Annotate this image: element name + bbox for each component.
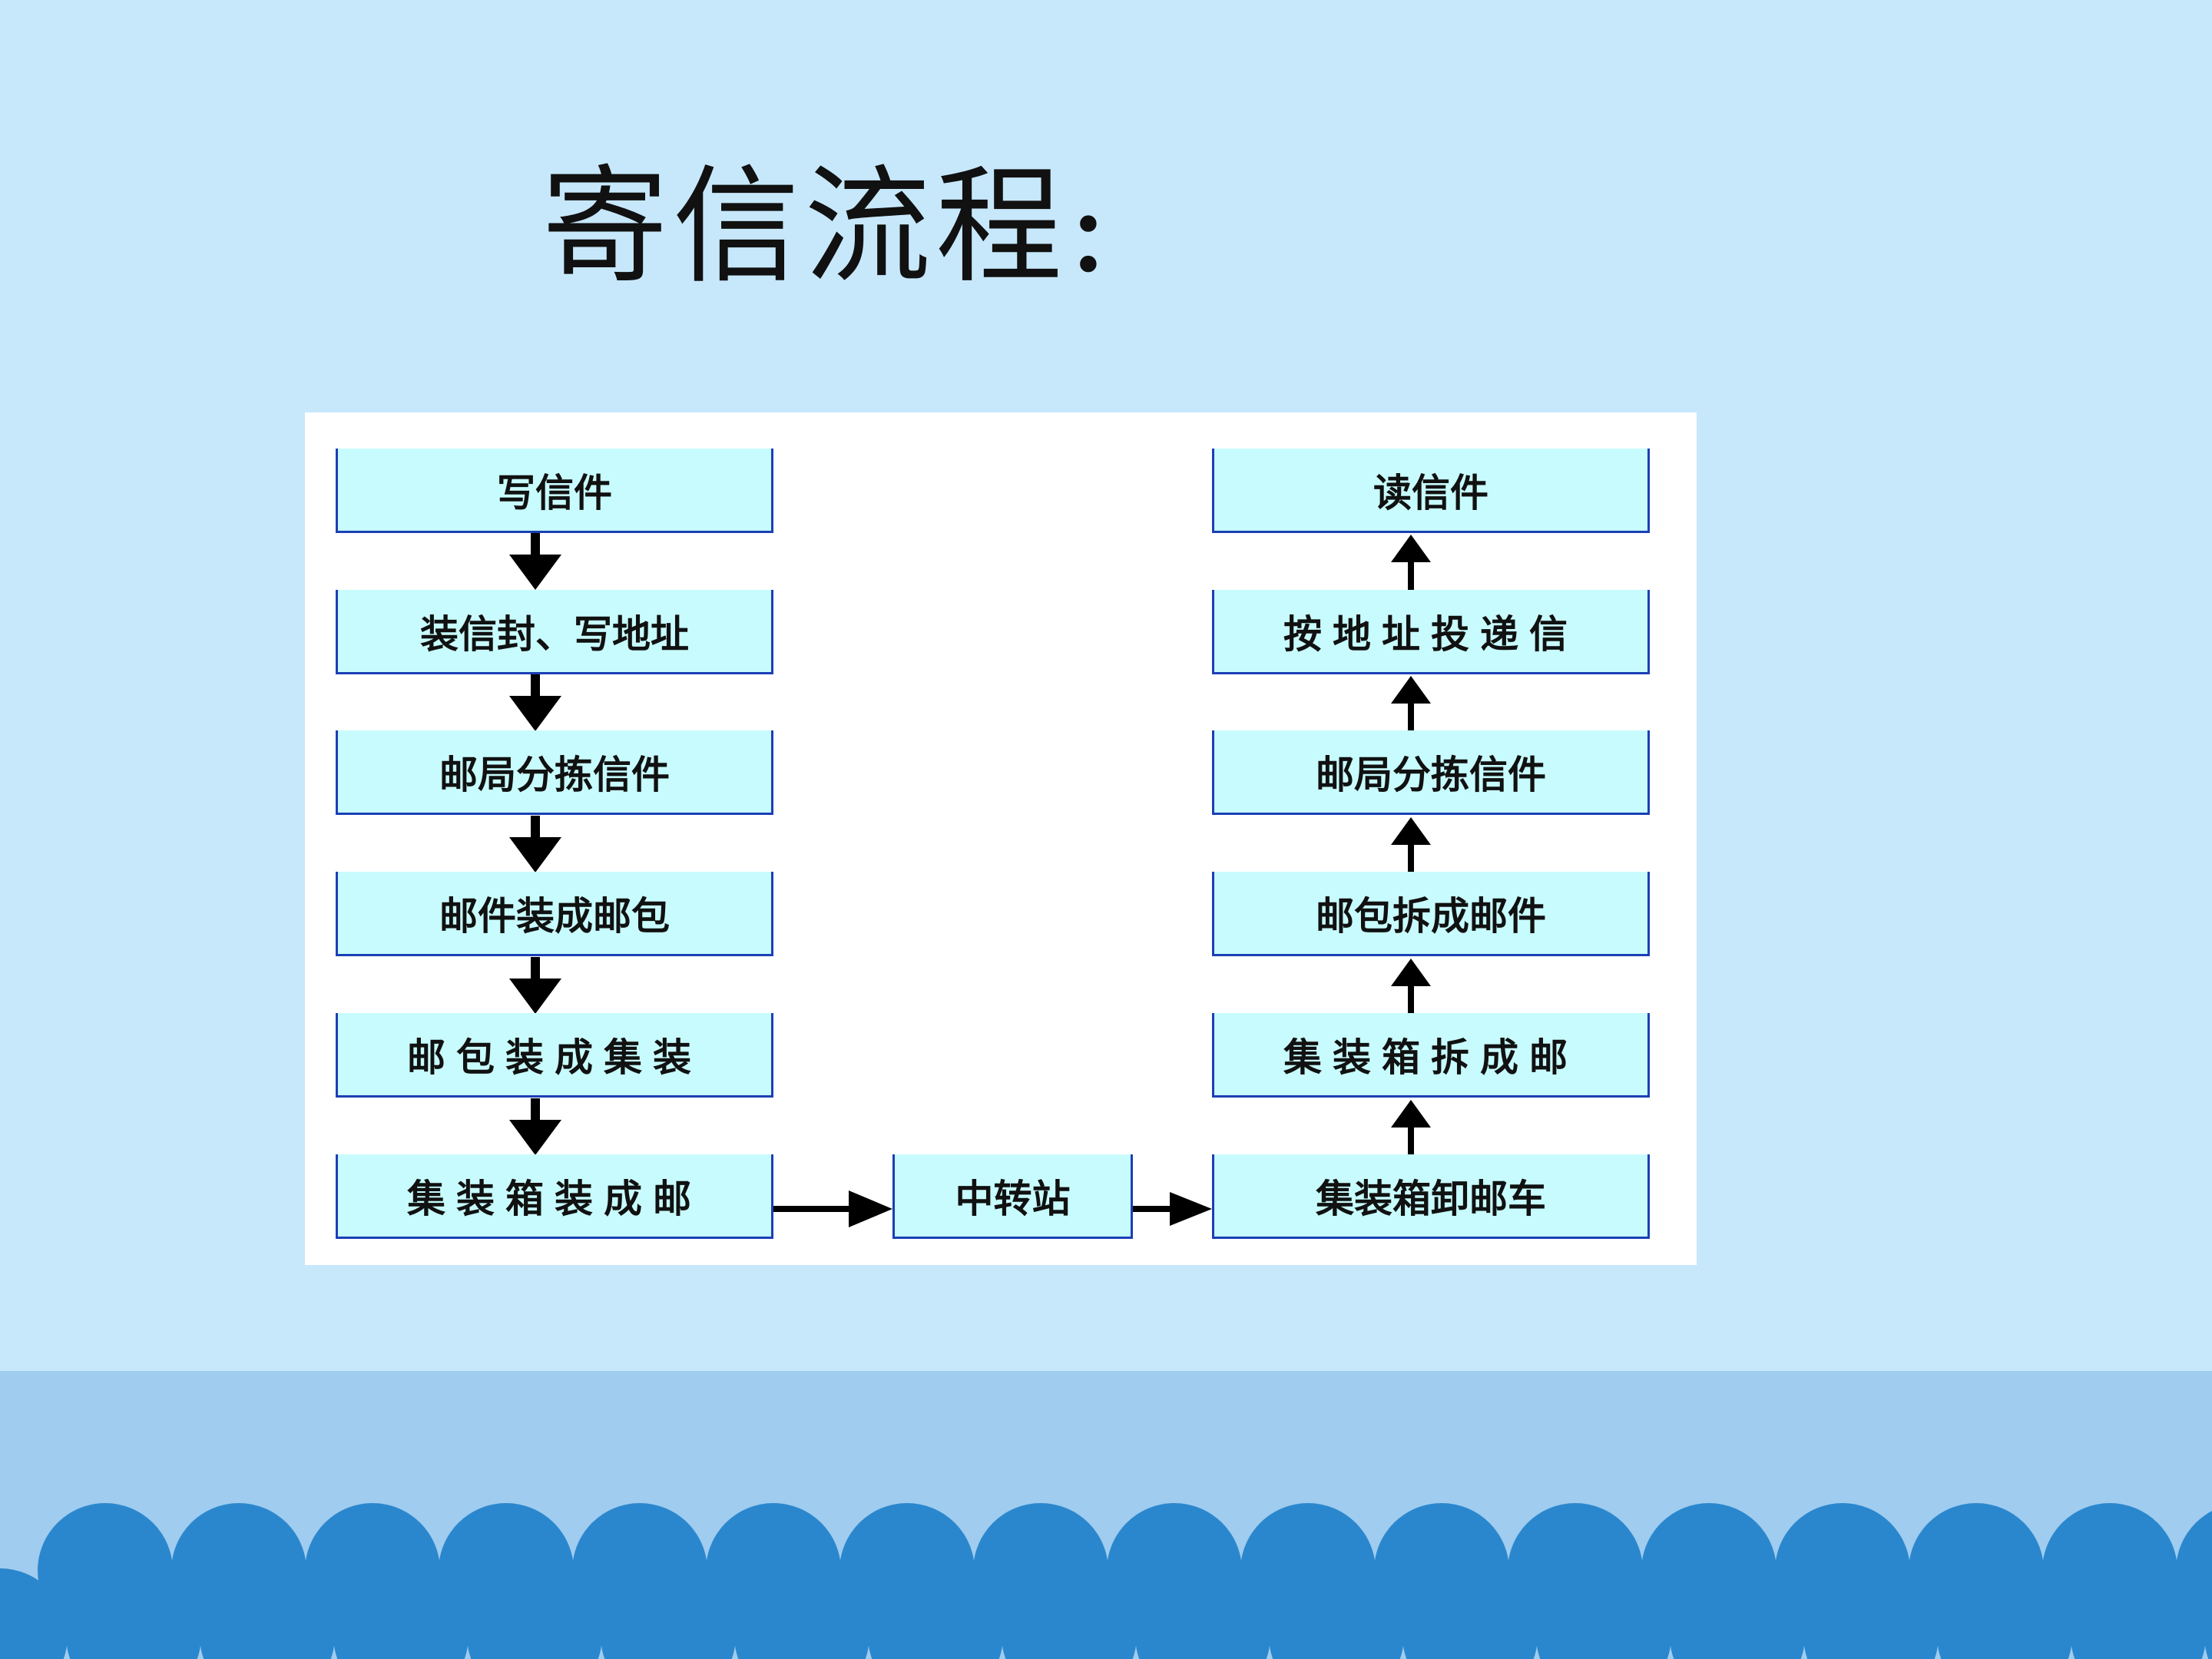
step-envelope-address: 装信封、写地址 xyxy=(336,590,773,674)
wave-scallop xyxy=(1803,1568,1939,1659)
step-bag-to-container: 邮包装成集装 xyxy=(336,1013,773,1098)
arrow-down-head xyxy=(509,696,561,731)
wave-scallop xyxy=(1670,1568,1805,1659)
arrow-up-head xyxy=(1391,535,1431,562)
step-container-load: 集装箱装成邮 xyxy=(336,1154,773,1239)
wave-scallop xyxy=(1135,1568,1270,1659)
wave-scallop xyxy=(333,1568,469,1659)
mail-flow-diagram: 写信件 装信封、写地址 邮局分拣信件 邮件装成邮包 邮包装成集装 集装箱装成邮 … xyxy=(305,412,1697,1265)
wave-scallop xyxy=(1269,1568,1404,1659)
arrow-up-head xyxy=(1391,1100,1431,1128)
wave-scallop xyxy=(1002,1568,1137,1659)
step-post-office-sort: 邮局分拣信件 xyxy=(336,730,773,815)
step-post-office-sort-receive: 邮局分拣信件 xyxy=(1212,730,1650,815)
step-read-letter: 读信件 xyxy=(1212,449,1650,533)
arrow-up-head xyxy=(1391,817,1431,845)
wave-scallop xyxy=(0,1568,68,1659)
arrow-up-head xyxy=(1391,676,1431,704)
arrow-right-head xyxy=(1170,1192,1212,1226)
step-unload-truck: 集装箱卸邮车 xyxy=(1212,1154,1650,1239)
flow-arrows xyxy=(509,533,1431,1227)
step-unpack-bag: 邮包拆成邮件 xyxy=(1212,872,1650,956)
wave-scallop xyxy=(868,1568,1003,1659)
wave-scallop xyxy=(1402,1568,1538,1659)
step-deliver-by-address: 按地址投递信 xyxy=(1212,590,1650,674)
wave-scallop xyxy=(601,1568,736,1659)
wave-scallop xyxy=(2071,1568,2206,1659)
arrow-down-head xyxy=(509,837,561,873)
wave-scallop xyxy=(200,1568,335,1659)
wave-scallop xyxy=(2204,1604,2212,1659)
arrow-down-head xyxy=(509,979,561,1014)
wave-scallop xyxy=(66,1568,201,1659)
arrow-down-head xyxy=(509,1120,561,1155)
step-transit-station: 中转站 xyxy=(892,1154,1133,1239)
step-mail-to-bag: 邮件装成邮包 xyxy=(336,872,773,956)
wave-scallop xyxy=(467,1568,602,1659)
arrow-up-head xyxy=(1391,959,1431,986)
wave-decoration xyxy=(0,1503,2212,1659)
slide-title: 寄信流程: xyxy=(541,153,1114,300)
wave-scallop xyxy=(1937,1568,2072,1659)
arrow-down-head xyxy=(509,555,561,590)
arrow-right-head xyxy=(849,1190,892,1227)
wave-scallop xyxy=(734,1568,869,1659)
step-unpack-container: 集装箱拆成邮 xyxy=(1212,1013,1650,1098)
wave-scallop xyxy=(1536,1568,1671,1659)
step-write-letter: 写信件 xyxy=(336,449,773,533)
